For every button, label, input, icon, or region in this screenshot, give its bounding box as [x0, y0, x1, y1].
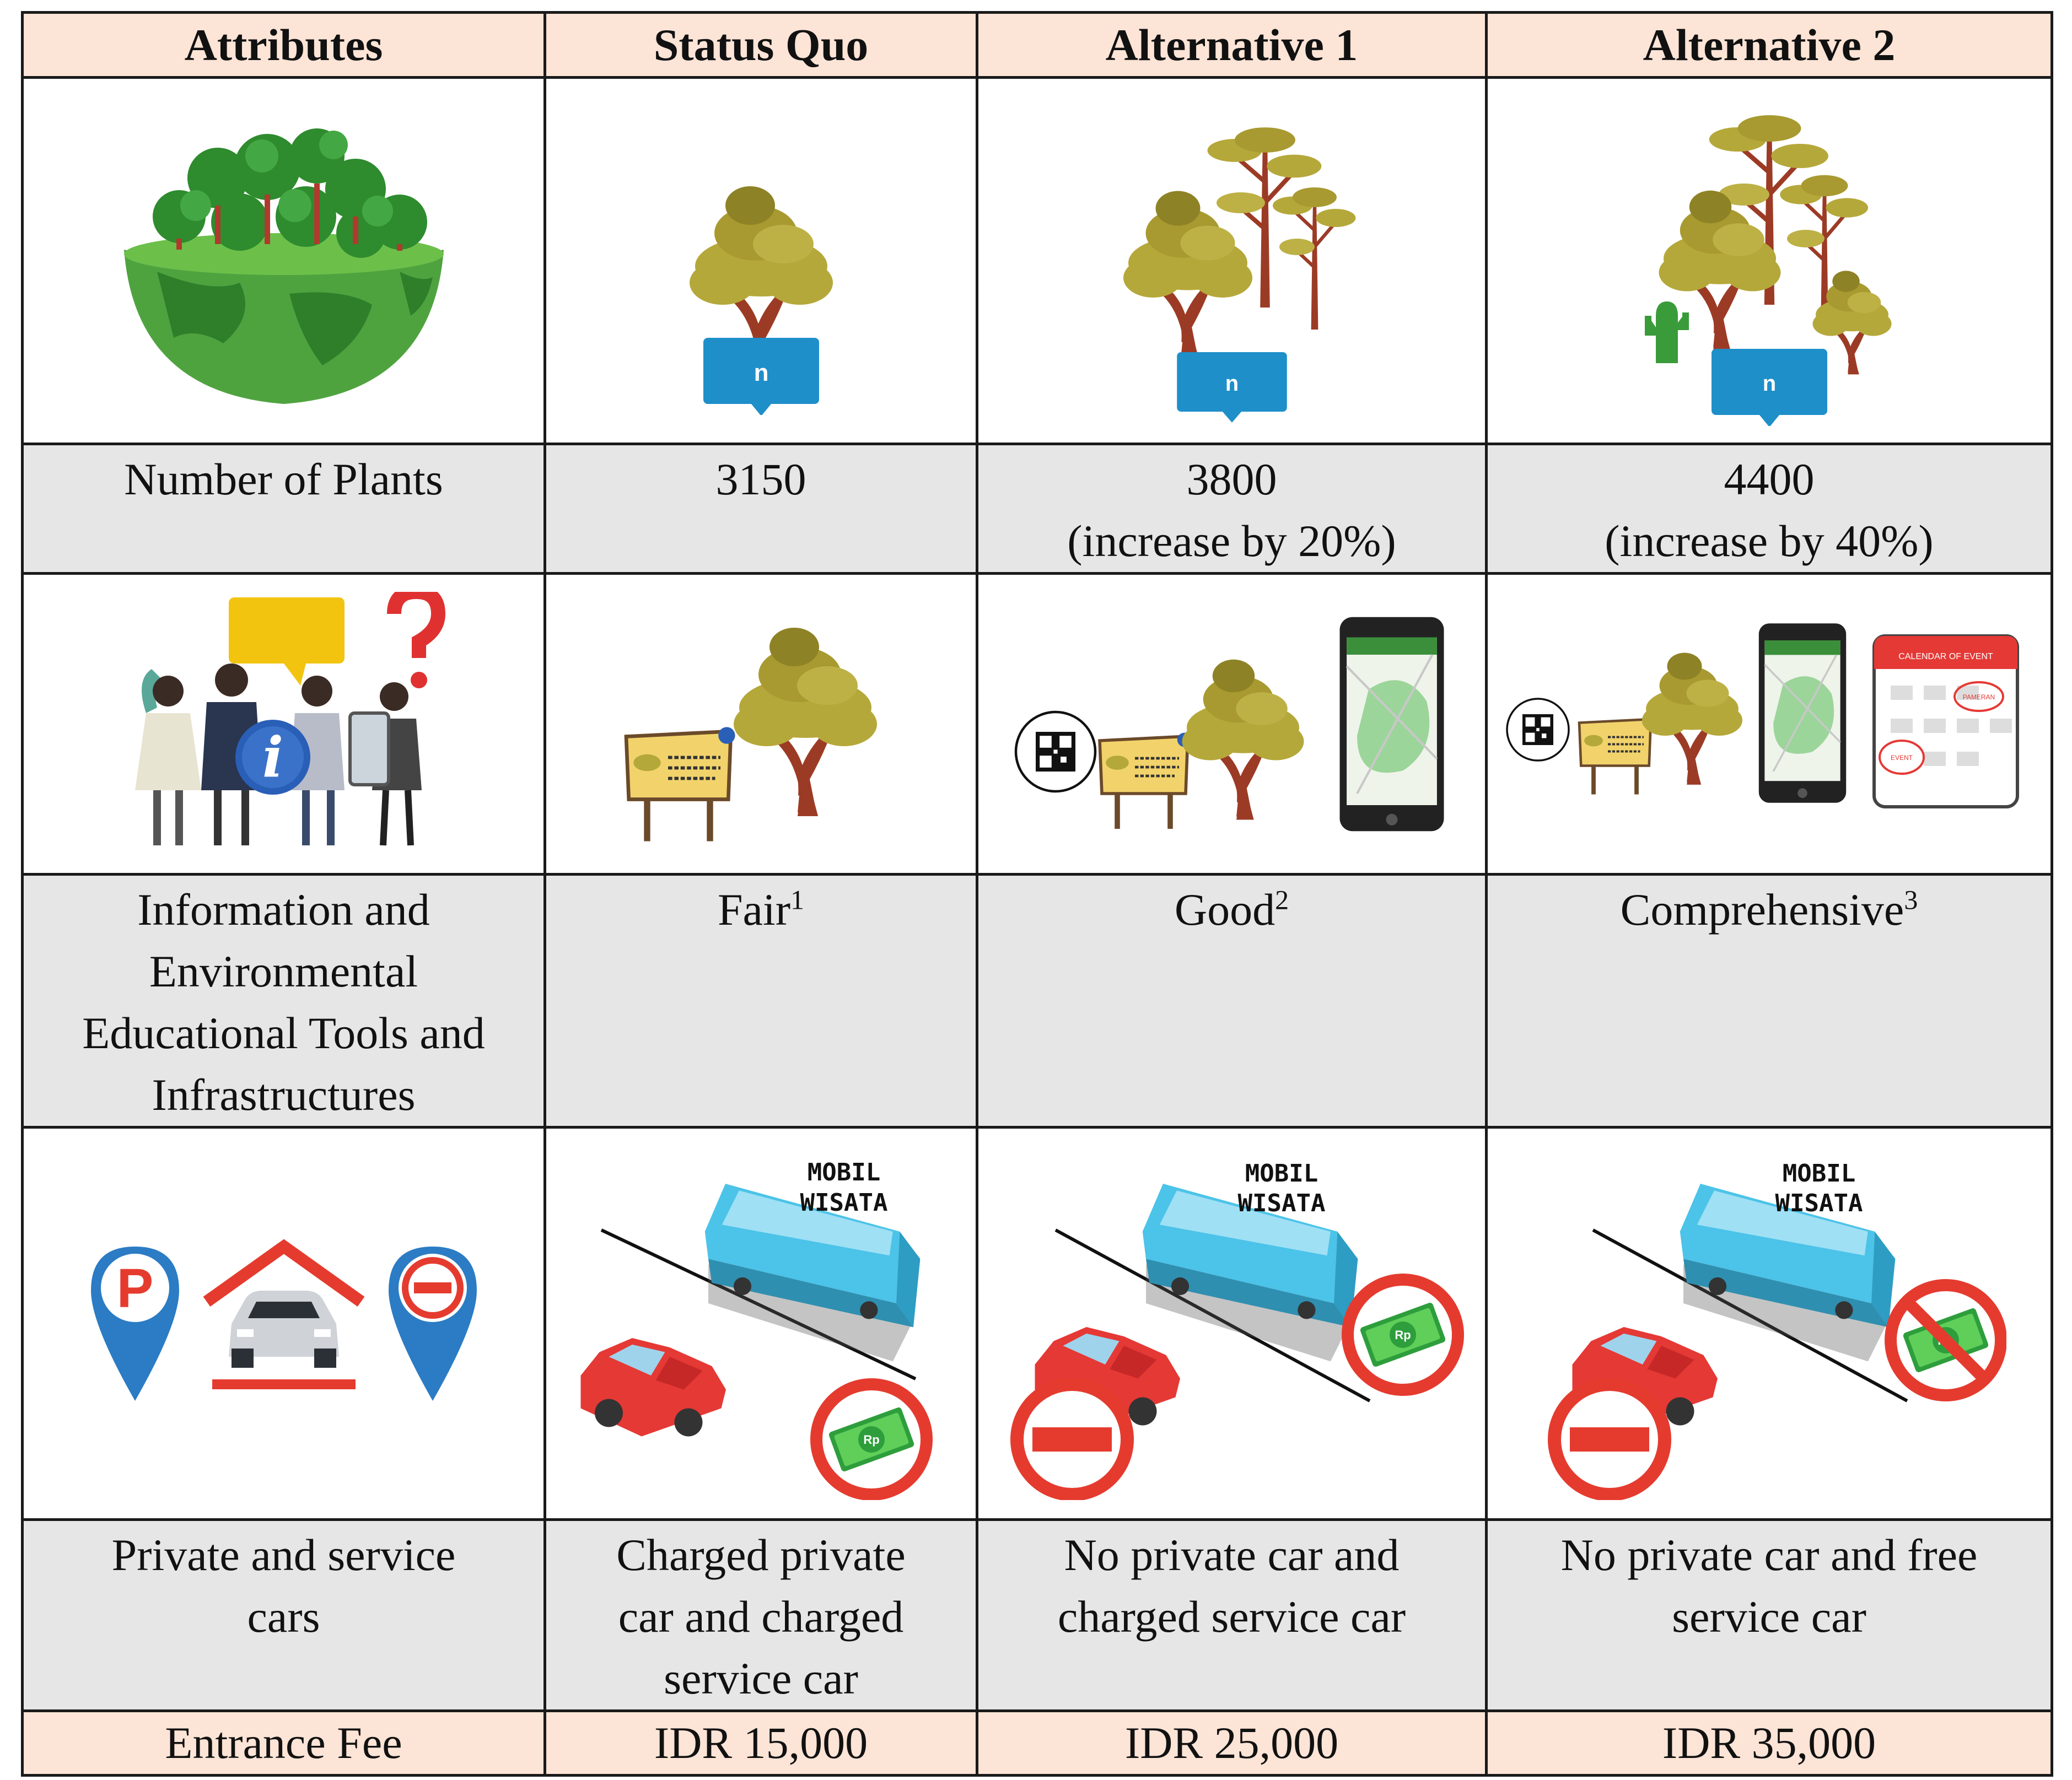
money-symbol-alt1: Rp [1395, 1328, 1411, 1342]
info-alt2-image-cell: CALENDAR OF EVENT PAMERAN EVENT [1485, 572, 2053, 876]
plants-status-quo-value: 3150 [543, 443, 978, 575]
cars-alt2-value: No private car and free service car [1485, 1518, 2053, 1712]
header-attributes: Attributes [21, 11, 546, 79]
info-status-quo-image-cell [543, 572, 978, 876]
info-label: Information and Environmental Educationa… [21, 873, 546, 1129]
fee-alt2-value: IDR 35,000 [1485, 1709, 2053, 1777]
plants-label: Number of Plants [21, 443, 546, 575]
plants-row: Number of Plants 3150 3800 (increase by … [21, 443, 2053, 575]
plants-badge-label-alt1: n [1225, 371, 1238, 396]
no-entry-icon-alt2 [1547, 1377, 1671, 1500]
no-entry-icon [1010, 1377, 1134, 1500]
info-sign-qr-app-calendar-icon: CALENDAR OF EVENT PAMERAN EVENT [1505, 622, 2019, 808]
tree-icon: n [668, 106, 855, 415]
info-alt2-value: Comprehensive3 [1485, 873, 2053, 1129]
info-sign-qr-app-icon [1011, 603, 1452, 845]
charged-cars-icon: MOBIL WISATA Rp [580, 1158, 971, 1500]
calendar-mark-2: EVENT [1890, 754, 1913, 762]
plants-alt1-number: 3800 [1186, 454, 1277, 504]
bus-label-1-alt1: MOBIL [1245, 1159, 1317, 1188]
svg-text:i: i [262, 725, 283, 790]
header-status-quo: Status Quo [543, 11, 978, 79]
plants-attribute-image-cell [21, 76, 546, 445]
no-private-free-bus-icon: MOBIL WISATA Rp [1547, 1159, 2006, 1500]
plants-alt2-number: 4400 [1724, 454, 1815, 504]
cars-alt1-value: No private car and charged service car [976, 1518, 1488, 1712]
money-symbol-sq: Rp [863, 1433, 879, 1447]
cars-row: Private and service cars Charged private… [21, 1518, 2053, 1712]
cars-image-row: P [21, 1126, 2053, 1521]
parking-letter: P [116, 1258, 153, 1319]
info-status-quo-value: Fair1 [543, 873, 978, 1129]
fee-row: Entrance Fee IDR 15,000 IDR 25,000 IDR 3… [21, 1709, 2053, 1777]
info-row: Information and Environmental Educationa… [21, 873, 2053, 1129]
no-entry-pin-icon [388, 1246, 477, 1401]
parking-icon: P [90, 1238, 477, 1401]
info-attribute-image-cell: i [21, 572, 546, 876]
trees-icon: n [1089, 95, 1375, 423]
cars-status-quo-image-cell: MOBIL WISATA Rp [543, 1126, 978, 1521]
plants-badge-label-sq: n [754, 359, 768, 386]
no-private-charged-bus-icon: MOBIL WISATA Rp [1010, 1159, 1469, 1500]
cars-status-quo-value: Charged private car and charged service … [543, 1518, 978, 1712]
plants-alt2-note: (increase by 40%) [1605, 516, 1934, 566]
plants-alt2-image-cell: n [1485, 76, 2053, 445]
cars-alt1-image-cell: MOBIL WISATA Rp [976, 1126, 1488, 1521]
header-alternative-1: Alternative 1 [976, 11, 1488, 79]
plants-image-row: n n n [21, 76, 2053, 445]
cars-attribute-image-cell: P [21, 1126, 546, 1521]
forest-icon: n [1644, 95, 1924, 426]
information-people-icon: i [134, 591, 445, 845]
car-icon [228, 1290, 339, 1368]
plants-alt1-image-cell: n [976, 76, 1488, 445]
cars-alt2-image-cell: MOBIL WISATA Rp [1485, 1126, 2053, 1521]
calendar-icon: CALENDAR OF EVENT PAMERAN EVENT [1872, 634, 2019, 808]
parking-pin-icon: P [90, 1246, 179, 1401]
bus-label-1-alt2: MOBIL [1782, 1159, 1855, 1188]
attribute-table: Attributes Status Quo Alternative 1 Alte… [21, 11, 2053, 1777]
plants-alt1-value: 3800 (increase by 20%) [976, 443, 1488, 575]
forbid-slash [1902, 1297, 1989, 1383]
calendar-title: CALENDAR OF EVENT [1898, 652, 1993, 661]
fee-alt1-value: IDR 25,000 [976, 1709, 1488, 1777]
header-row: Attributes Status Quo Alternative 1 Alte… [21, 11, 2053, 79]
plants-badge-label-alt2: n [1762, 371, 1775, 396]
info-sign-icon [590, 603, 932, 845]
calendar-mark-1: PAMERAN [1962, 693, 1994, 701]
green-earth-icon [123, 128, 444, 404]
info-image-row: i [21, 572, 2053, 876]
cars-label: Private and service cars [21, 1518, 546, 1712]
cactus-icon [1644, 301, 1689, 363]
plants-alt1-note: (increase by 20%) [1067, 516, 1396, 566]
header-alternative-2: Alternative 2 [1485, 11, 2053, 79]
bus-label-2-sq: WISATA [800, 1189, 887, 1217]
bus-label-1-sq: MOBIL [807, 1158, 880, 1186]
fee-status-quo-value: IDR 15,000 [543, 1709, 978, 1777]
bus-label-2-alt2: WISATA [1775, 1189, 1863, 1217]
bus-label-2-alt1: WISATA [1237, 1189, 1325, 1217]
info-alt1-value: Good2 [976, 873, 1488, 1129]
plants-alt2-value: 4400 (increase by 40%) [1485, 443, 2053, 575]
plants-status-quo-image-cell: n [543, 76, 978, 445]
fee-label: Entrance Fee [21, 1709, 546, 1777]
info-alt1-image-cell [976, 572, 1488, 876]
garage-roof [203, 1238, 364, 1307]
